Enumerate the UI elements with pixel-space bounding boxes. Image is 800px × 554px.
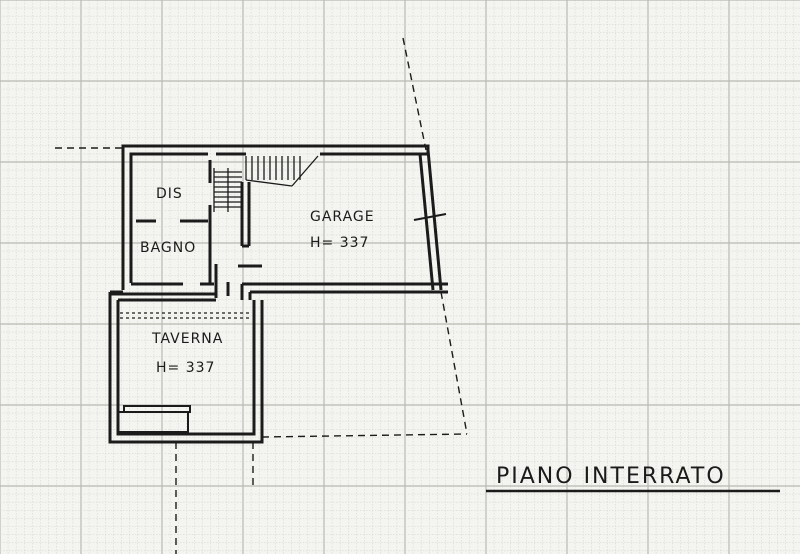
beam-hatch: [120, 312, 252, 319]
taverna-bench: [117, 405, 191, 433]
room-label-garage: GARAGE: [310, 209, 375, 225]
walls: [108, 144, 448, 444]
staircase: [213, 155, 319, 212]
room-label-taverna: TAVERNA: [151, 331, 223, 347]
plan-title: PIANO INTERRATO: [496, 464, 726, 489]
room-height-garage: H= 337: [310, 235, 369, 251]
room-label-bagno: BAGNO: [140, 240, 196, 256]
room-height-taverna: H= 337: [156, 360, 215, 376]
room-label-dis: DIS: [156, 186, 183, 202]
garage-wall-mark: [413, 213, 447, 221]
site-boundary-lines: [55, 37, 468, 554]
